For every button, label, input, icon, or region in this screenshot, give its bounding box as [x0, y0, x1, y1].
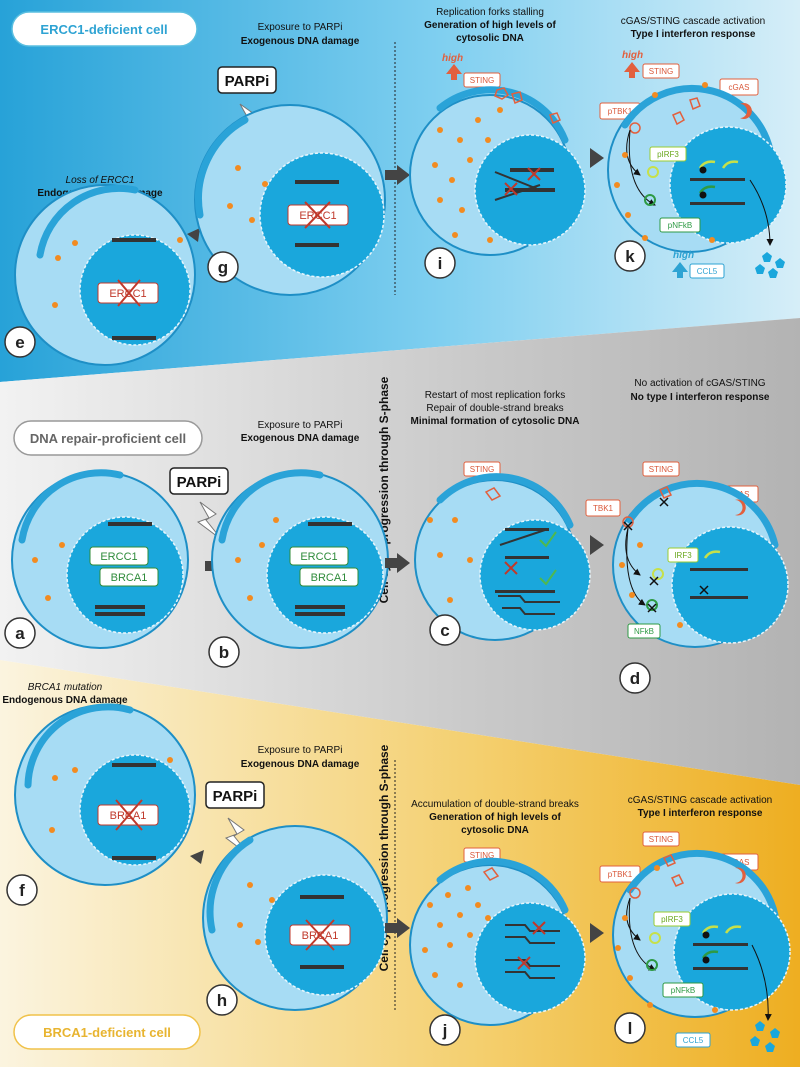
- k-sting: STING: [649, 67, 673, 76]
- j-sting: STING: [470, 851, 494, 860]
- badge-d: d: [630, 669, 640, 688]
- i-line3: cytosolic DNA: [456, 33, 524, 44]
- cell-e: Loss of ERCC1 Endogenous DNA damage ERCC…: [4, 175, 196, 366]
- b-gene2: BRCA1: [311, 572, 348, 584]
- k-pirf3: pIRF3: [657, 150, 679, 159]
- badge-k: k: [625, 247, 635, 266]
- b-gene1: ERCC1: [300, 551, 337, 563]
- a-gene2: BRCA1: [111, 572, 148, 584]
- i-sting: STING: [470, 76, 494, 85]
- g-line2: Exogenous DNA damage: [241, 36, 360, 47]
- j-line3: cytosolic DNA: [461, 825, 529, 836]
- badge-c: c: [440, 621, 449, 640]
- badge-e: e: [15, 333, 24, 352]
- f-line2: Endogenous DNA damage: [2, 695, 128, 706]
- badge-i: i: [438, 254, 443, 273]
- ercc1-header: ERCC1-deficient cell: [40, 22, 167, 37]
- cell-d: No activation of cGAS/STING No type I in…: [585, 378, 789, 694]
- k-ptbk1: pTBK1: [608, 107, 633, 116]
- a-drug: PARPi: [177, 474, 222, 491]
- d-irf3: IRF3: [674, 551, 692, 560]
- cell-i: Replication forks stalling Generation of…: [409, 7, 586, 279]
- b-line1: Exposure to PARPi: [258, 420, 343, 431]
- j-line1: Accumulation of double-strand breaks: [411, 799, 579, 810]
- l-ptbk1: pTBK1: [608, 870, 633, 879]
- l-ccl5: CCL5: [683, 1036, 704, 1045]
- g-line1: Exposure to PARPi: [258, 22, 343, 33]
- h-drug: PARPi: [213, 788, 258, 805]
- repair-header: DNA repair-proficient cell: [30, 431, 186, 446]
- k-high2: high: [673, 250, 694, 261]
- cell-k: cGAS/STING cascade activation Type I int…: [599, 16, 787, 279]
- h-line1: Exposure to PARPi: [258, 745, 343, 756]
- g-drug: PARPi: [225, 73, 270, 90]
- cell-j: Accumulation of double-strand breaks Gen…: [409, 799, 586, 1046]
- repair-header-pill: [13, 420, 203, 456]
- cell-f: BRCA1 mutation Endogenous DNA damage BRC…: [2, 682, 196, 906]
- cell-b: Exposure to PARPi Exogenous DNA damage E…: [208, 420, 389, 668]
- k-pnfkb: pNFkB: [668, 221, 692, 230]
- brca1-band: [0, 660, 800, 1067]
- i-high: high: [442, 53, 463, 64]
- l-pirf3: pIRF3: [661, 915, 683, 924]
- badge-j: j: [442, 1021, 448, 1040]
- d-tbk1: TBK1: [593, 504, 614, 513]
- ercc1-header-pill: [11, 11, 198, 47]
- c-line1: Restart of most replication forks: [425, 390, 566, 401]
- badge-h: h: [217, 991, 227, 1010]
- f-line1: BRCA1 mutation: [28, 682, 103, 693]
- l-pnfkb: pNFkB: [671, 986, 695, 995]
- k-cgas: cGAS: [729, 83, 750, 92]
- c-line3: Minimal formation of cytosolic DNA: [411, 416, 580, 427]
- l-line2: Type I interferon response: [638, 808, 763, 819]
- d-line2: No type I interferon response: [631, 392, 770, 403]
- badge-a: a: [15, 624, 25, 643]
- d-nfkb: NFkB: [634, 627, 654, 636]
- h-line2: Exogenous DNA damage: [241, 759, 360, 770]
- cell-h: Exposure to PARPi Exogenous DNA damage P…: [202, 745, 388, 1016]
- cell-l: cGAS/STING cascade activation Type I int…: [599, 795, 791, 1052]
- cell-c: Restart of most replication forks Repair…: [411, 390, 591, 646]
- c-line2: Repair of double-strand breaks: [426, 403, 563, 414]
- k-line1: cGAS/STING cascade activation: [621, 16, 766, 27]
- cell-g: Exposure to PARPi Exogenous DNA damage P…: [194, 22, 386, 296]
- c-sting: STING: [470, 465, 494, 474]
- a-gene1: ERCC1: [100, 551, 137, 563]
- badge-l: l: [628, 1019, 633, 1038]
- j-line2: Generation of high levels of: [429, 812, 561, 823]
- i-line2: Generation of high levels of: [424, 20, 556, 31]
- e-line1: Loss of ERCC1: [66, 175, 135, 186]
- d-sting: STING: [649, 465, 673, 474]
- l-sting: STING: [649, 835, 673, 844]
- ercc1-band: [0, 0, 800, 382]
- d-line1: No activation of cGAS/STING: [634, 378, 765, 389]
- badge-f: f: [19, 881, 25, 900]
- k-ccl5: CCL5: [697, 267, 718, 276]
- a-drug-box: [169, 467, 229, 495]
- b-line2: Exogenous DNA damage: [241, 433, 360, 444]
- k-high1: high: [622, 50, 643, 61]
- k-line2: Type I interferon response: [631, 29, 756, 40]
- l-line1: cGAS/STING cascade activation: [628, 795, 773, 806]
- brca1-header-pill: [13, 1014, 201, 1050]
- i-line1: Replication forks stalling: [436, 7, 544, 18]
- brca1-header: BRCA1-deficient cell: [43, 1025, 171, 1040]
- cell-a: ERCC1 BRCA1 a: [4, 469, 189, 649]
- badge-g: g: [218, 258, 228, 277]
- badge-b: b: [219, 643, 229, 662]
